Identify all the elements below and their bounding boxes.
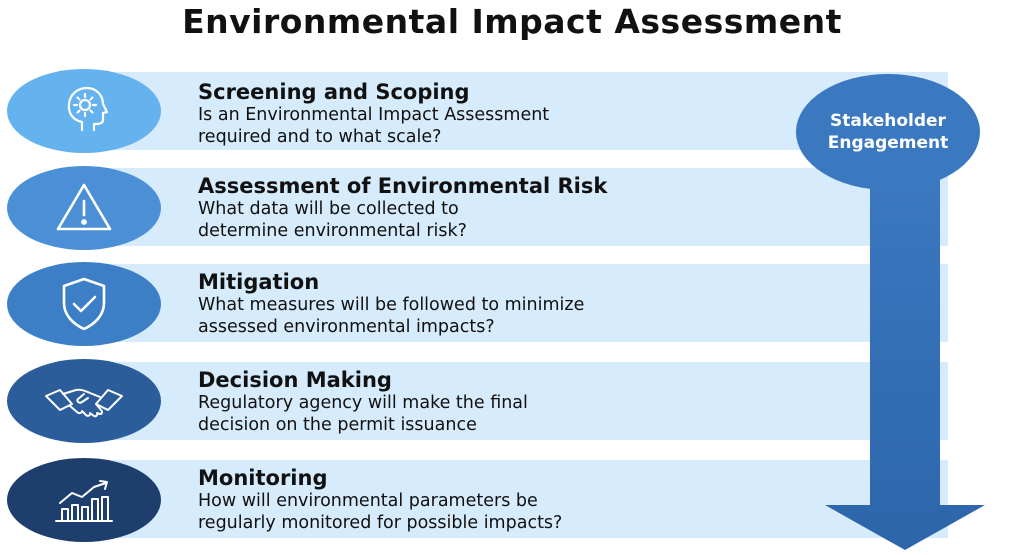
step-icon-circle-mitigation xyxy=(7,262,161,346)
handshake-icon xyxy=(45,388,123,418)
warning-triangle-icon xyxy=(56,183,112,231)
step-band-mitigation xyxy=(62,264,948,342)
step-title-assessment: Assessment of Environmental Risk xyxy=(198,174,608,198)
stakeholder-label-line1: Stakeholder xyxy=(830,111,946,131)
stakeholder-arrow xyxy=(825,180,985,550)
step-desc-line1-monitoring: How will environmental parameters be xyxy=(198,491,538,511)
step-icon-circle-monitoring xyxy=(7,458,161,542)
step-desc-line2-mitigation: assessed environmental impacts? xyxy=(198,317,495,337)
step-desc-line1-screening: Is an Environmental Impact Assessment xyxy=(198,105,550,125)
step-band-monitoring xyxy=(62,460,948,538)
step-title-screening: Screening and Scoping xyxy=(198,80,470,104)
step-band-assessment xyxy=(62,168,948,246)
step-title-decision: Decision Making xyxy=(198,368,392,392)
step-desc-line1-decision: Regulatory agency will make the final xyxy=(198,393,528,413)
step-desc-line1-assessment: What data will be collected to xyxy=(198,199,459,219)
page-title: Environmental Impact Assessment xyxy=(182,2,842,41)
gear-head-icon xyxy=(67,86,109,132)
step-icon-circle-screening xyxy=(7,69,161,153)
step-icon-circle-assessment xyxy=(7,166,161,250)
step-title-monitoring: Monitoring xyxy=(198,466,328,490)
step-icon-circle-decision xyxy=(7,359,161,443)
step-desc-line2-assessment: determine environmental risk? xyxy=(198,221,467,241)
step-desc-line2-monitoring: regularly monitored for possible impacts… xyxy=(198,513,563,533)
shield-check-icon xyxy=(62,277,106,331)
step-desc-line1-mitigation: What measures will be followed to minimi… xyxy=(198,295,585,315)
stakeholder-engagement-circle: Stakeholder Engagement xyxy=(796,74,980,190)
step-desc-line2-decision: decision on the permit issuance xyxy=(198,415,477,435)
bar-chart-trend-icon xyxy=(55,480,113,522)
step-title-mitigation: Mitigation xyxy=(198,270,320,294)
stakeholder-label-line2: Engagement xyxy=(827,133,949,153)
step-band-decision xyxy=(62,362,948,440)
step-desc-line2-screening: required and to what scale? xyxy=(198,127,442,147)
